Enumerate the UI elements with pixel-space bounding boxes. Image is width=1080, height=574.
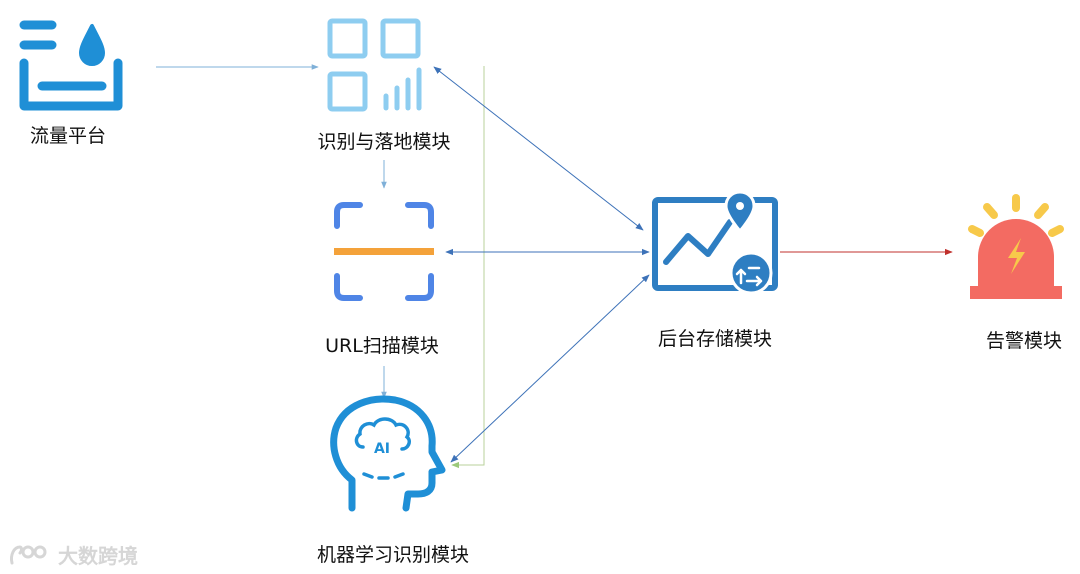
ai-badge: AI	[374, 441, 390, 457]
watermark-text: 大数跨境	[58, 544, 138, 568]
node-label-backend-storage: 后台存储模块	[657, 328, 773, 350]
node-label-identify-landing: 识别与落地模块	[317, 131, 451, 153]
traffic-platform-icon	[19, 20, 123, 111]
feedback-line-ml-to-identify	[451, 66, 485, 469]
node-label-ml-identify: 机器学习识别模块	[316, 544, 470, 566]
backend-storage-icon	[652, 190, 778, 295]
node-label-traffic-platform: 流量平台	[29, 125, 107, 147]
node-label-url-scan: URL扫描模块	[325, 335, 439, 357]
arrow-storage-identify-bidirectional	[433, 66, 644, 231]
url-scan-icon	[334, 202, 434, 301]
alarm-light-icon	[968, 194, 1064, 299]
watermark-logo-icon	[10, 544, 47, 564]
arrow-storage-ml-bidirectional	[450, 274, 650, 463]
node-label-alert: 告警模块	[985, 330, 1063, 352]
watermark: 大数跨境	[8, 540, 138, 569]
identify-landing-icon	[327, 18, 422, 112]
machine-learning-icon: AI	[330, 395, 446, 512]
